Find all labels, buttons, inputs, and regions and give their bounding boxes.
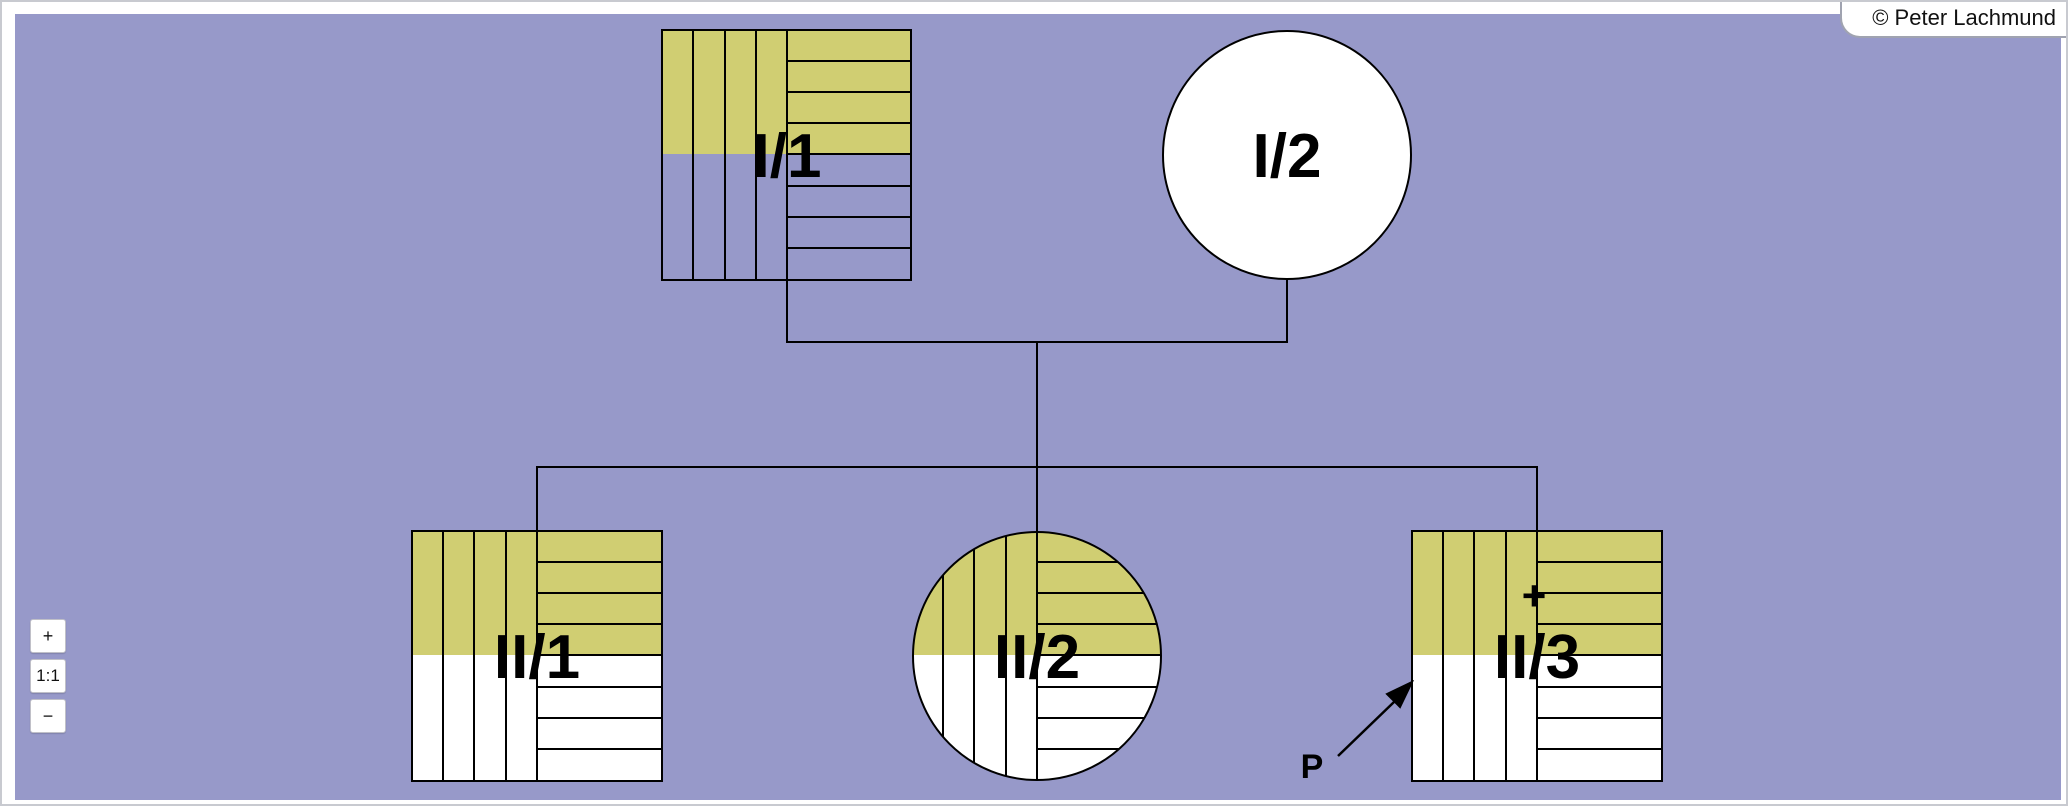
- proband-arrow-shaft: [1337, 701, 1395, 757]
- male-symbol: [411, 530, 663, 782]
- zoom-in-button[interactable]: +: [30, 619, 66, 653]
- individual-I-1[interactable]: I/1: [661, 29, 912, 281]
- copyright-notice: © Peter Lachmund: [1840, 2, 2066, 38]
- individual-II-1[interactable]: II/1: [411, 530, 663, 782]
- hatch-lines: [442, 531, 662, 781]
- male-symbol: [661, 29, 912, 281]
- individual-label: I/2: [1253, 122, 1322, 191]
- hatch-lines: [1442, 531, 1662, 781]
- individual-I-2[interactable]: I/2: [1162, 30, 1412, 280]
- individual-II-3[interactable]: + II/3: [1411, 530, 1663, 782]
- individual-label: II/3: [1494, 623, 1580, 692]
- individual-II-2[interactable]: II/2: [912, 531, 1162, 781]
- proband-indicator: P: [1301, 679, 1415, 786]
- zoom-out-button[interactable]: −: [30, 699, 66, 733]
- individual-label: I/1: [753, 122, 822, 191]
- proband-label: P: [1301, 748, 1324, 786]
- female-symbol: [912, 531, 1162, 781]
- male-symbol: [1411, 530, 1663, 782]
- proband-arrowhead: [1385, 679, 1415, 709]
- deceased-mark: +: [1522, 572, 1547, 619]
- female-symbol: [1162, 30, 1412, 280]
- hatch-lines: [692, 30, 911, 280]
- relationship-lines: [536, 280, 1538, 531]
- zoom-reset-button[interactable]: 1:1: [30, 659, 66, 693]
- individual-label: II/2: [994, 623, 1080, 692]
- individual-label: II/1: [494, 623, 580, 692]
